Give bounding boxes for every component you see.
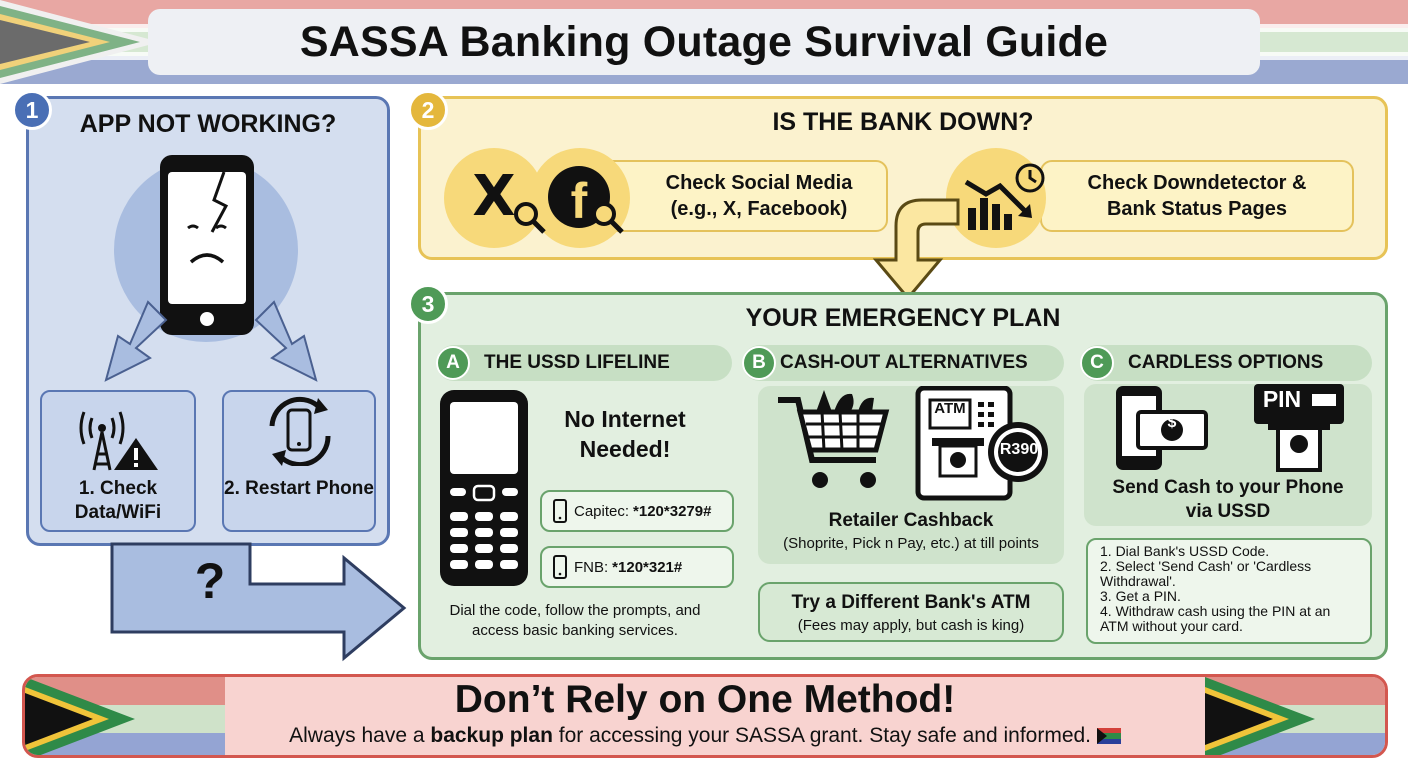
page-title: SASSA Banking Outage Survival Guide [148,9,1260,75]
ussd-lifeline-header: A THE USSD LIFELINE [436,345,732,381]
check-social-media-card[interactable]: Check Social Media (e.g., X, Facebook) [600,160,888,232]
check-downdetector-card[interactable]: Check Downdetector & Bank Status Pages [1040,160,1354,232]
south-africa-flag-left [25,677,225,755]
section-number-badge: 3 [408,284,448,324]
capitec-code: *120*3279# [633,502,712,520]
right-arrow-icon [110,542,407,662]
fnb-label: FNB: [574,558,609,576]
amount-badge: R390 [999,441,1039,458]
capitec-ussd-code[interactable]: Capitec: *120*3279# [540,490,734,532]
column-letter-badge: C [1080,346,1114,380]
different-atm-title: Try a Different Bank's ATM [791,592,1031,613]
check-social-media-label: Check Social Media (e.g., X, Facebook) [665,172,853,220]
restart-phone-label: 2. Restart Phone [224,478,374,499]
x-logo-icon: X [472,164,516,229]
footer-sub-bold: backup plan [430,724,553,747]
pin-card-withdrawal-icon [1254,384,1344,472]
phone-cash-icon [1116,386,1208,470]
declining-chart-icon [964,163,1045,230]
split-arrows-icon [104,300,318,382]
down-arrow-icon [872,198,960,301]
footer-banner [22,674,1388,758]
fnb-ussd-code[interactable]: FNB: *120*321# [540,546,734,588]
footer-title: Don’t Rely on One Method! [454,678,956,721]
mobile-phone-icon [553,499,567,523]
section-number-badge: 1 [12,90,52,130]
check-data-wifi-label: 1. Check Data/WiFi [74,478,162,523]
restart-phone-card[interactable] [222,390,376,532]
dollar-sign: $ [1167,414,1177,431]
column-letter-badge: A [436,346,470,380]
column-letter-badge: B [742,346,776,380]
fnb-code: *120*321# [612,558,683,576]
column-title: THE USSD LIFELINE [484,352,670,373]
step-1: 1. Dial Bank's USSD Code. [1100,543,1270,559]
different-atm-card[interactable] [758,582,1064,642]
cardless-steps-box: 1. Dial Bank's USSD Code. 2. Select 'Sen… [1086,538,1372,644]
mobile-phone-icon [553,555,567,579]
retailer-cashback-subtitle: (Shoprite, Pick n Pay, etc.) at till poi… [783,535,1039,552]
send-cash-label: Send Cash to your Phone via USSD [1112,477,1344,522]
atm-screen-text: ATM [934,400,966,417]
section-number-badge: 2 [408,90,448,130]
x-logo-circle [444,148,544,248]
broken-phone-icon [114,155,298,342]
cardless-options-header: C CARDLESS OPTIONS [1080,345,1372,381]
check-data-wifi-card[interactable] [40,390,196,532]
footer-subtitle: Always have a backup plan for accessing … [22,724,1388,748]
south-africa-flag-icon [1096,728,1121,744]
question-mark: ? [194,553,226,609]
step-4: 4. Withdraw cash using the PIN at an ATM… [1100,603,1331,634]
step-3: 3. Get a PIN. [1100,588,1181,604]
different-atm-subtitle: (Fees may apply, but cash is king) [797,617,1025,634]
feature-phone-icon [440,390,528,586]
section-title: IS THE BANK DOWN? [772,108,1034,136]
signal-tower-warning-icon [79,411,158,471]
facebook-logo-icon: f [548,166,610,229]
capitec-label: Capitec: [574,502,630,520]
check-downdetector-label: Check Downdetector & Bank Status Pages [1087,172,1307,220]
magnifier-icons [514,202,624,234]
ussd-instructions: Dial the code, follow the prompts, and a… [449,602,701,639]
footer-sub-after: for accessing your SASSA grant. Stay saf… [552,724,1097,747]
step-2: 2. Select 'Send Cash' or 'Cardless Withd… [1100,558,1312,589]
south-africa-flag-right [1205,677,1385,755]
column-title: CASH-OUT ALTERNATIVES [780,352,1028,373]
section-title: APP NOT WORKING? [79,110,337,138]
footer-sub-before: Always have a [289,724,431,747]
column-title: CARDLESS OPTIONS [1128,352,1324,373]
atm-machine-icon [915,386,1048,501]
retailer-cashback-title: Retailer Cashback [828,510,994,531]
pin-text: PIN [1262,386,1302,412]
restart-phone-icon [269,396,331,466]
cash-out-header: B CASH-OUT ALTERNATIVES [742,345,1064,381]
no-internet-headline: No Internet Needed! [564,406,686,462]
section-title: YOUR EMERGENCY PLAN [745,304,1061,332]
shopping-cart-icon [778,390,890,488]
